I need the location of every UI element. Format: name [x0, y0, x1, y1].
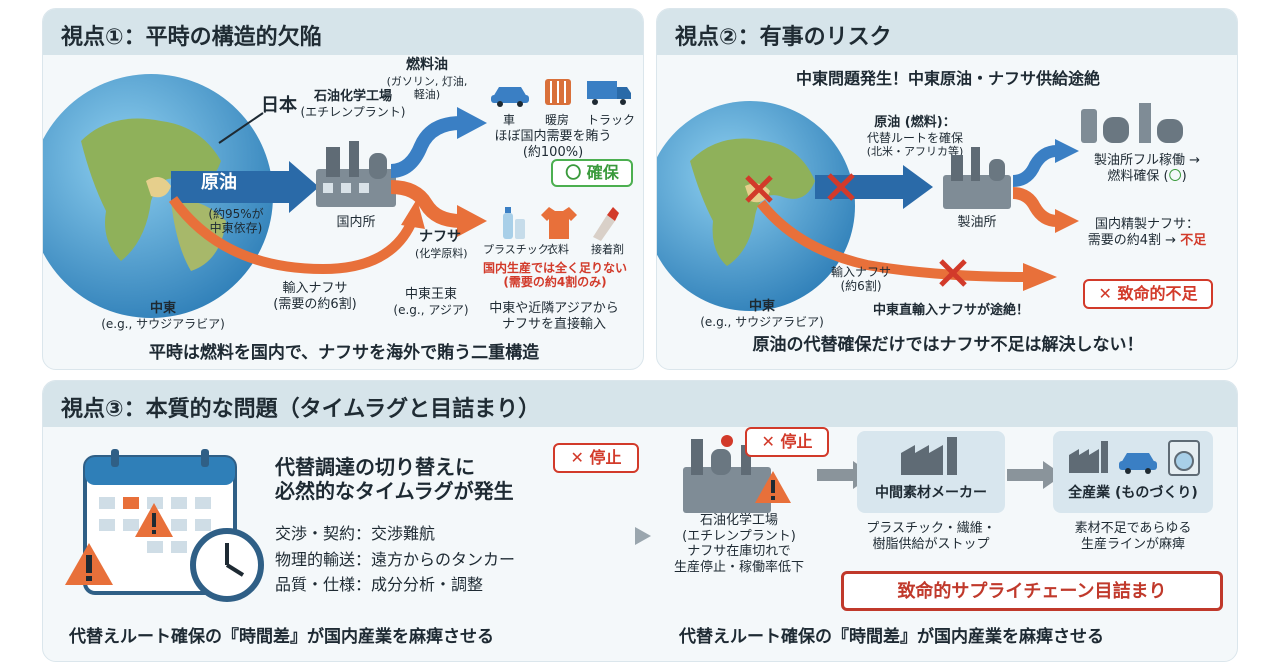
import-naphtha-curve — [168, 196, 425, 275]
timelag-headline: 代替調達の切り替えに 必然的なタイムラグが発生 — [275, 455, 514, 503]
domestic-naphtha: 国内精製ナフサ： 需要の約4割 → 不足 — [1087, 217, 1207, 248]
middle-maker-label: 中間素材メーカー — [875, 485, 987, 501]
panel-header — [43, 381, 1237, 427]
naphtha-item-clothing: 衣料 — [547, 243, 569, 256]
factory-icon — [1069, 441, 1108, 473]
panel-emergency-risk: 視点②：有事のリスク 中東問題発生！中東原油・ナフサ供給途絶 原油 (燃料)： … — [656, 8, 1238, 370]
supply-cut-x-icon — [745, 175, 773, 203]
refinery-fuel-arrow — [1012, 139, 1079, 187]
import-naphtha-cut-arrow — [757, 199, 1057, 291]
japan-pointer-line — [218, 112, 264, 144]
mideast-label: 中東 (e.g., サウジアラビア) — [101, 301, 225, 331]
direct-import-cut: 中東直輸入ナフサが途絶！ — [873, 303, 1030, 318]
stop-badge: ✕ 停止 — [553, 443, 639, 473]
refinery-full-operation: 製油所フル稼働 → 燃料確保 (〇) — [1093, 153, 1201, 184]
timelag-factors: 交渉・契約：交渉難航 物理的輸送：遠方からのタンカー 品質・仕様：成分分析・調整 — [275, 521, 515, 598]
footer-left: 代替えルート確保の『時間差』が国内産業を麻痺させる — [69, 627, 494, 647]
footer-right: 代替えルート確保の『時間差』が国内産業を麻痺させる — [679, 627, 1104, 647]
fuel-title: 燃料油 — [406, 57, 448, 73]
heater-icon — [545, 79, 571, 105]
secured-badge: 〇 確保 — [551, 159, 633, 187]
crude-dependence: (約95%が 中東依存) — [208, 207, 264, 236]
car-icon — [491, 87, 529, 107]
crude-arrow — [171, 161, 319, 213]
washing-machine-icon — [1168, 440, 1200, 476]
petrochemical-plant-icon — [683, 435, 771, 513]
factor-negotiation: 交渉・契約：交渉難航 — [275, 524, 436, 543]
alt-crude-arrow — [815, 165, 933, 209]
direct-import-label: 中東や近隣アジアから ナフサを直接輸入 — [489, 301, 619, 332]
import-naphtha-label: 輸入ナフサ (需要の約6割) — [273, 281, 357, 312]
naphtha-item-adhesive: 接着剤 — [591, 243, 624, 256]
warning-icon — [65, 543, 113, 585]
mideast-label: 中東 (e.g., サウジアラビア) — [700, 299, 824, 329]
fuel-item-heating: 暖房 — [545, 113, 570, 127]
naphtha-cut-x-icon — [939, 259, 967, 287]
factor-transport: 物理的輸送：遠方からのタンカー — [275, 549, 516, 569]
fuel-types: (ガソリン, 灯油, 軽油) — [386, 75, 468, 102]
domestic-refinery-label: 国内所 — [336, 215, 376, 230]
globe-icon — [43, 74, 273, 318]
refinery-naphtha-arrow — [1012, 187, 1079, 233]
globe-icon — [657, 101, 855, 311]
panel-footer: 平時は燃料を国内で、ナフサを海外で賄う二重構造 — [148, 343, 540, 363]
alt-crude-route: 原油 (燃料)： 代替ルートを確保 (北米・アフリカ等) — [866, 115, 964, 158]
naphtha-item-plastic: プラスチック — [483, 243, 549, 256]
shirt-icon — [541, 207, 577, 239]
panel-footer: 原油の代替確保だけではナフサ不足は解決しない！ — [752, 335, 1144, 355]
panel-header — [657, 9, 1237, 55]
crisis-alert: 中東問題発生！中東原油・ナフサ供給途絶 — [795, 69, 1100, 88]
plant-status: 石油化学工場 (エチレンプラント) ナフサ在庫切れで 生産停止・稼働率低下 — [673, 513, 804, 575]
car-icon — [1119, 453, 1157, 474]
all-industry-label: 全産業 (ものづくり) — [1068, 485, 1198, 501]
fuel-item-car: 車 — [503, 113, 516, 127]
panel-structural-defect: 視点①：平時の構造的欠陥 日本 原油 (約95%が 中東依存) 石油化学工場 (… — [42, 8, 644, 370]
import-naphtha-label: 輸入ナフサ (約6割) — [830, 265, 891, 294]
chevron-right-icon — [635, 527, 651, 545]
factor-quality: 品質・仕様：成分分析・調整 — [275, 575, 484, 595]
truck-icon — [587, 81, 631, 105]
panel-title: 視点②：有事のリスク — [675, 25, 892, 50]
crude-cut-x-icon — [827, 173, 855, 201]
middle-maker-desc: プラスチック・繊維・ 樹脂供給がストップ — [866, 521, 996, 552]
plant-title: 石油化学工場 (エチレンプラント) — [300, 89, 406, 119]
panel-header — [43, 9, 643, 55]
japan-label: 日本 — [261, 95, 297, 116]
clock-icon — [190, 528, 264, 602]
panel-essential-problem: 視点③：本質的な問題（タイムラグと目詰まり） 代替調達の切り替えに 必然的なタイ… — [42, 380, 1238, 662]
panel-title: 視点①：平時の構造的欠陥 — [61, 25, 322, 50]
refinery-towers-icon — [1081, 103, 1183, 143]
naphtha-arrow — [390, 180, 487, 237]
refinery-plant-icon — [316, 141, 396, 207]
factory-icon — [901, 437, 957, 475]
panel-title: 視点③：本質的な問題（タイムラグと目詰まり） — [61, 397, 541, 422]
fatal-clog-badge: 致命的サプライチェーン目詰まり — [841, 571, 1223, 611]
crude-label: 原油 — [201, 172, 237, 193]
warning-icon — [755, 471, 791, 503]
refinery-label: 製油所 — [957, 215, 997, 230]
mideast-kingdom-label: 中東王東 (e.g., アジア) — [393, 287, 469, 317]
naphtha-sub: (化学原料) — [415, 247, 468, 260]
fatal-shortage-badge: ✕ 致命的不足 — [1083, 279, 1213, 309]
all-industry-desc: 素材不足であらゆる 生産ラインが麻痺 — [1074, 521, 1192, 552]
naphtha-shortage: 国内生産では全く足りない (需要の約4割のみ) — [482, 261, 627, 290]
warning-icon — [135, 503, 173, 537]
fuel-arrow — [390, 107, 487, 178]
refinery-icon — [943, 147, 1011, 209]
plastic-bottle-icon — [503, 207, 525, 239]
plant-stop-badge: ✕ 停止 — [745, 427, 829, 457]
fuel-coverage: ほぼ国内需要を賄う (約100%) — [494, 129, 612, 160]
fuel-item-truck: トラック — [587, 113, 636, 127]
adhesive-tube-icon — [593, 207, 619, 241]
flow-arrow — [1007, 461, 1063, 489]
naphtha-title: ナフサ — [419, 229, 461, 245]
